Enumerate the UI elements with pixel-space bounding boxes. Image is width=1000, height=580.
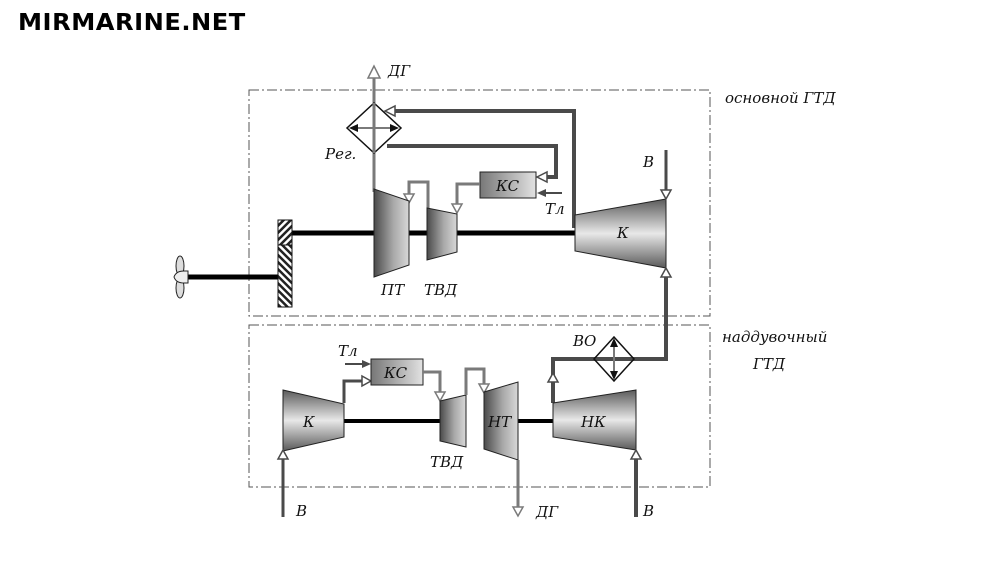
main-fuel-arrow-icon	[537, 189, 546, 197]
combustor-to-hpt-pipe	[455, 182, 480, 204]
lpc-outlet-arrow-icon	[546, 371, 560, 383]
main-compressor-boost-arrow-icon	[659, 266, 673, 278]
regenerator-arrow-right-icon	[390, 124, 399, 132]
booster-exhaust-arrow-icon	[511, 506, 525, 518]
booster-hp-turbine	[439, 394, 467, 448]
main-air-label: В	[642, 153, 654, 171]
main-engine-frame	[248, 89, 711, 317]
main-exhaust-label: ДГ	[387, 62, 411, 80]
booster-compressor-label: К	[302, 413, 315, 431]
regenerator-arrow-left-icon	[349, 124, 358, 132]
booster-combustor	[370, 358, 424, 386]
booster-fuel-label: Тл	[338, 342, 358, 360]
main-hp-turbine	[426, 207, 458, 261]
gearbox-lower	[277, 244, 293, 308]
booster-hp-turbine-label: ТВД	[430, 453, 464, 471]
propeller-icon	[173, 255, 189, 299]
booster-air-label-left: В	[295, 502, 307, 520]
booster-engine-caption-line1: наддувочный	[722, 328, 827, 346]
pt-inlet-arrow-icon	[402, 193, 416, 205]
lpc-to-intercooler-pipe	[551, 357, 612, 403]
booster-combustor-to-hpt-pipe	[423, 370, 442, 392]
main-exhaust-arrow-icon	[366, 64, 382, 79]
intercooler-arrow-down-icon	[610, 371, 618, 380]
main-hp-turbine-label: ТВД	[424, 281, 458, 299]
booster-engine-frame	[248, 324, 711, 488]
main-fuel-label: Тл	[545, 200, 565, 218]
booster-compressor-to-combustor-pipe	[342, 379, 363, 403]
booster-lp-turbine-label: НТ	[487, 413, 512, 431]
booster-compressor	[282, 389, 345, 452]
booster-lpt-inlet-arrow-icon	[477, 383, 491, 395]
booster-to-main-compressor-pipe	[610, 276, 668, 361]
booster-hpt-inlet-arrow-icon	[433, 391, 447, 403]
booster-combustor-air-arrow-icon	[361, 374, 373, 388]
intercooler-icon	[592, 335, 636, 383]
intercooler-arrow-up-icon	[610, 338, 618, 347]
main-compressor-label: К	[616, 224, 629, 242]
booster-air-inlet-left-arrow-icon	[276, 448, 290, 460]
power-turbine	[373, 188, 410, 278]
main-combustor	[479, 171, 537, 199]
power-turbine-label: ПТ	[380, 281, 405, 299]
main-engine-caption: основной ГТД	[725, 89, 836, 107]
booster-exhaust-label: ДГ	[535, 503, 559, 521]
compressor-to-regenerator-pipe	[392, 109, 576, 228]
booster-air-inlet-right-arrow-icon	[629, 448, 643, 460]
booster-combustor-label: КС	[383, 364, 408, 382]
booster-lp-compressor-label: НК	[580, 413, 606, 431]
regenerator-inlet-arrow-icon	[383, 104, 396, 118]
booster-air-label-right: В	[642, 502, 654, 520]
regenerator-to-combustor-pipe	[387, 144, 558, 179]
main-air-inlet-arrow-icon	[659, 189, 673, 201]
booster-hpt-to-lpt-pipe	[464, 367, 486, 395]
hpt-inlet-arrow-icon	[450, 203, 464, 215]
intercooler-label: ВО	[572, 332, 596, 350]
gearbox-upper	[277, 219, 293, 246]
hpt-to-pt-pipe	[407, 180, 430, 210]
booster-engine-caption-line2: ГТД	[752, 355, 786, 373]
combustor-air-arrow-icon	[535, 170, 548, 184]
site-logo: MIRMARINE.NET	[18, 10, 246, 36]
main-combustor-label: КС	[495, 177, 520, 195]
regenerator-label: Рег.	[324, 145, 356, 163]
booster-fuel-arrow-icon	[362, 360, 371, 368]
